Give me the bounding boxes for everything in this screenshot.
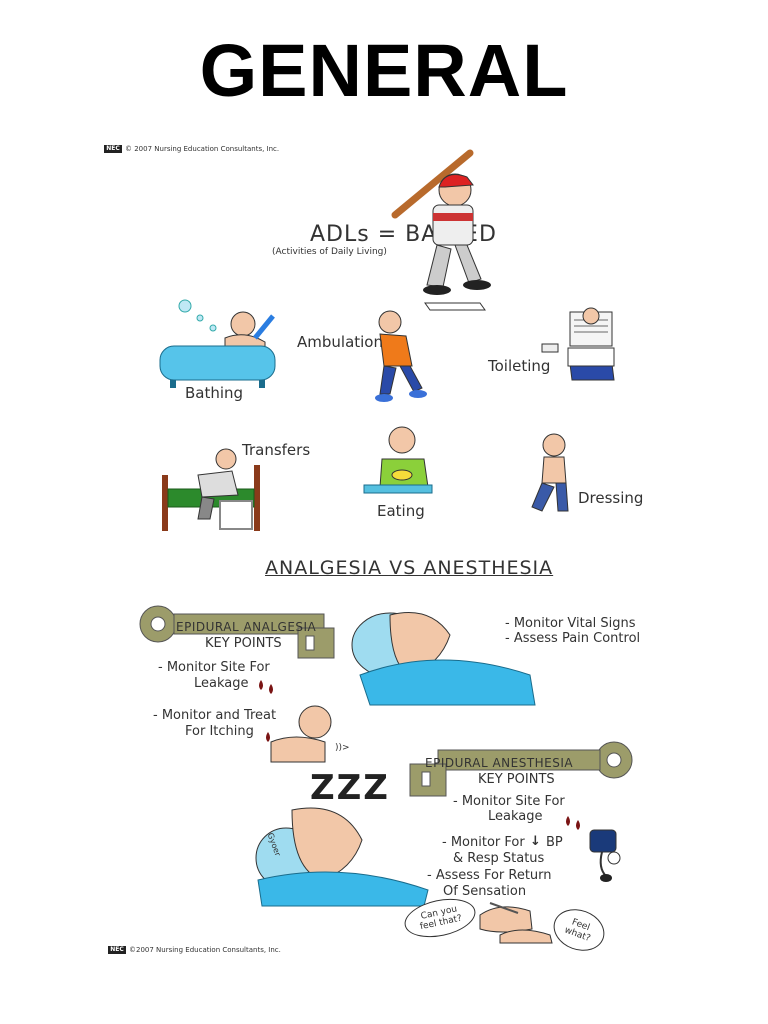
anesthesia-point-2: - Monitor For xyxy=(442,835,525,850)
label-dressing: Dressing xyxy=(578,489,644,507)
label-transfers: Transfers xyxy=(242,441,311,459)
anesthesia-key-points: KEY POINTS xyxy=(478,772,555,787)
patient-in-bed-illustration xyxy=(351,612,536,706)
feet-pin-illustration xyxy=(479,902,553,944)
analgesia-point-2b: For Itching xyxy=(185,724,254,739)
anesthesia-key-icon xyxy=(409,741,633,797)
anesthesia-point-3b: Of Sensation xyxy=(443,884,527,899)
dressing-illustration xyxy=(531,433,569,512)
copyright-top: NEC © 2007 Nursing Education Consultants… xyxy=(104,145,279,153)
nec-logo: NEC xyxy=(104,145,122,153)
analgesia-point-1: - Monitor Site For xyxy=(158,660,270,675)
adl-subtitle: (Activities of Daily Living) xyxy=(272,247,387,257)
speech-bubble-left-text: Can you feel that? xyxy=(419,904,463,933)
anesthesia-bp: BP xyxy=(546,835,563,850)
analgesia-key-icon xyxy=(139,605,335,659)
eating-illustration xyxy=(363,426,433,494)
sleeping-patient-illustration xyxy=(255,807,429,907)
analgesia-right-note-2: - Assess Pain Control xyxy=(505,631,641,646)
anesthesia-point-1: - Monitor Site For xyxy=(453,794,565,809)
blood-drop-icon-2 xyxy=(266,732,270,742)
copyright-top-text: © 2007 Nursing Education Consultants, In… xyxy=(125,145,280,153)
bathing-illustration xyxy=(159,299,276,388)
zzz-text: ZZZ xyxy=(310,768,390,808)
toileting-illustration xyxy=(541,307,615,381)
nec-logo-bottom: NEC xyxy=(108,946,126,954)
bp-cuff-icon xyxy=(589,829,621,882)
batter-illustration xyxy=(391,149,491,311)
anesthesia-key-label: EPIDURAL ANESTHESIA xyxy=(425,756,574,770)
ambulation-illustration xyxy=(375,310,427,402)
svg-text:))>: ))> xyxy=(335,743,350,753)
analgesia-right-note-1: - Monitor Vital Signs xyxy=(505,616,636,631)
label-ambulation: Ambulation xyxy=(297,333,383,351)
speech-bubble-right-text: Feel what? xyxy=(562,917,592,944)
label-toileting: Toileting xyxy=(488,357,551,375)
transfers-illustration xyxy=(162,448,260,531)
section-title: ANALGESIA VS ANESTHESIA xyxy=(265,557,554,579)
label-bathing: Bathing xyxy=(185,384,244,402)
anesthesia-point-1b: Leakage xyxy=(488,809,543,824)
analgesia-point-1b: Leakage xyxy=(194,676,249,691)
itching-patient-illustration: ))> xyxy=(270,705,350,763)
copyright-bottom: NEC ©2007 Nursing Education Consultants,… xyxy=(108,946,281,954)
page-title: GENERAL xyxy=(199,29,569,112)
blood-drop-icon xyxy=(259,680,273,694)
anesthesia-point-3: - Assess For Return xyxy=(427,868,552,883)
label-eating: Eating xyxy=(377,502,425,520)
analgesia-key-points: KEY POINTS xyxy=(205,636,282,651)
down-arrow-icon: ↓ xyxy=(530,834,541,849)
blood-drop-icon-3 xyxy=(566,816,580,830)
copyright-bottom-text: ©2007 Nursing Education Consultants, Inc… xyxy=(129,946,281,954)
analgesia-key-label: EPIDURAL ANALGESIA xyxy=(176,620,317,634)
anesthesia-point-2b: & Resp Status xyxy=(453,851,545,866)
analgesia-point-2: - Monitor and Treat xyxy=(153,708,277,723)
